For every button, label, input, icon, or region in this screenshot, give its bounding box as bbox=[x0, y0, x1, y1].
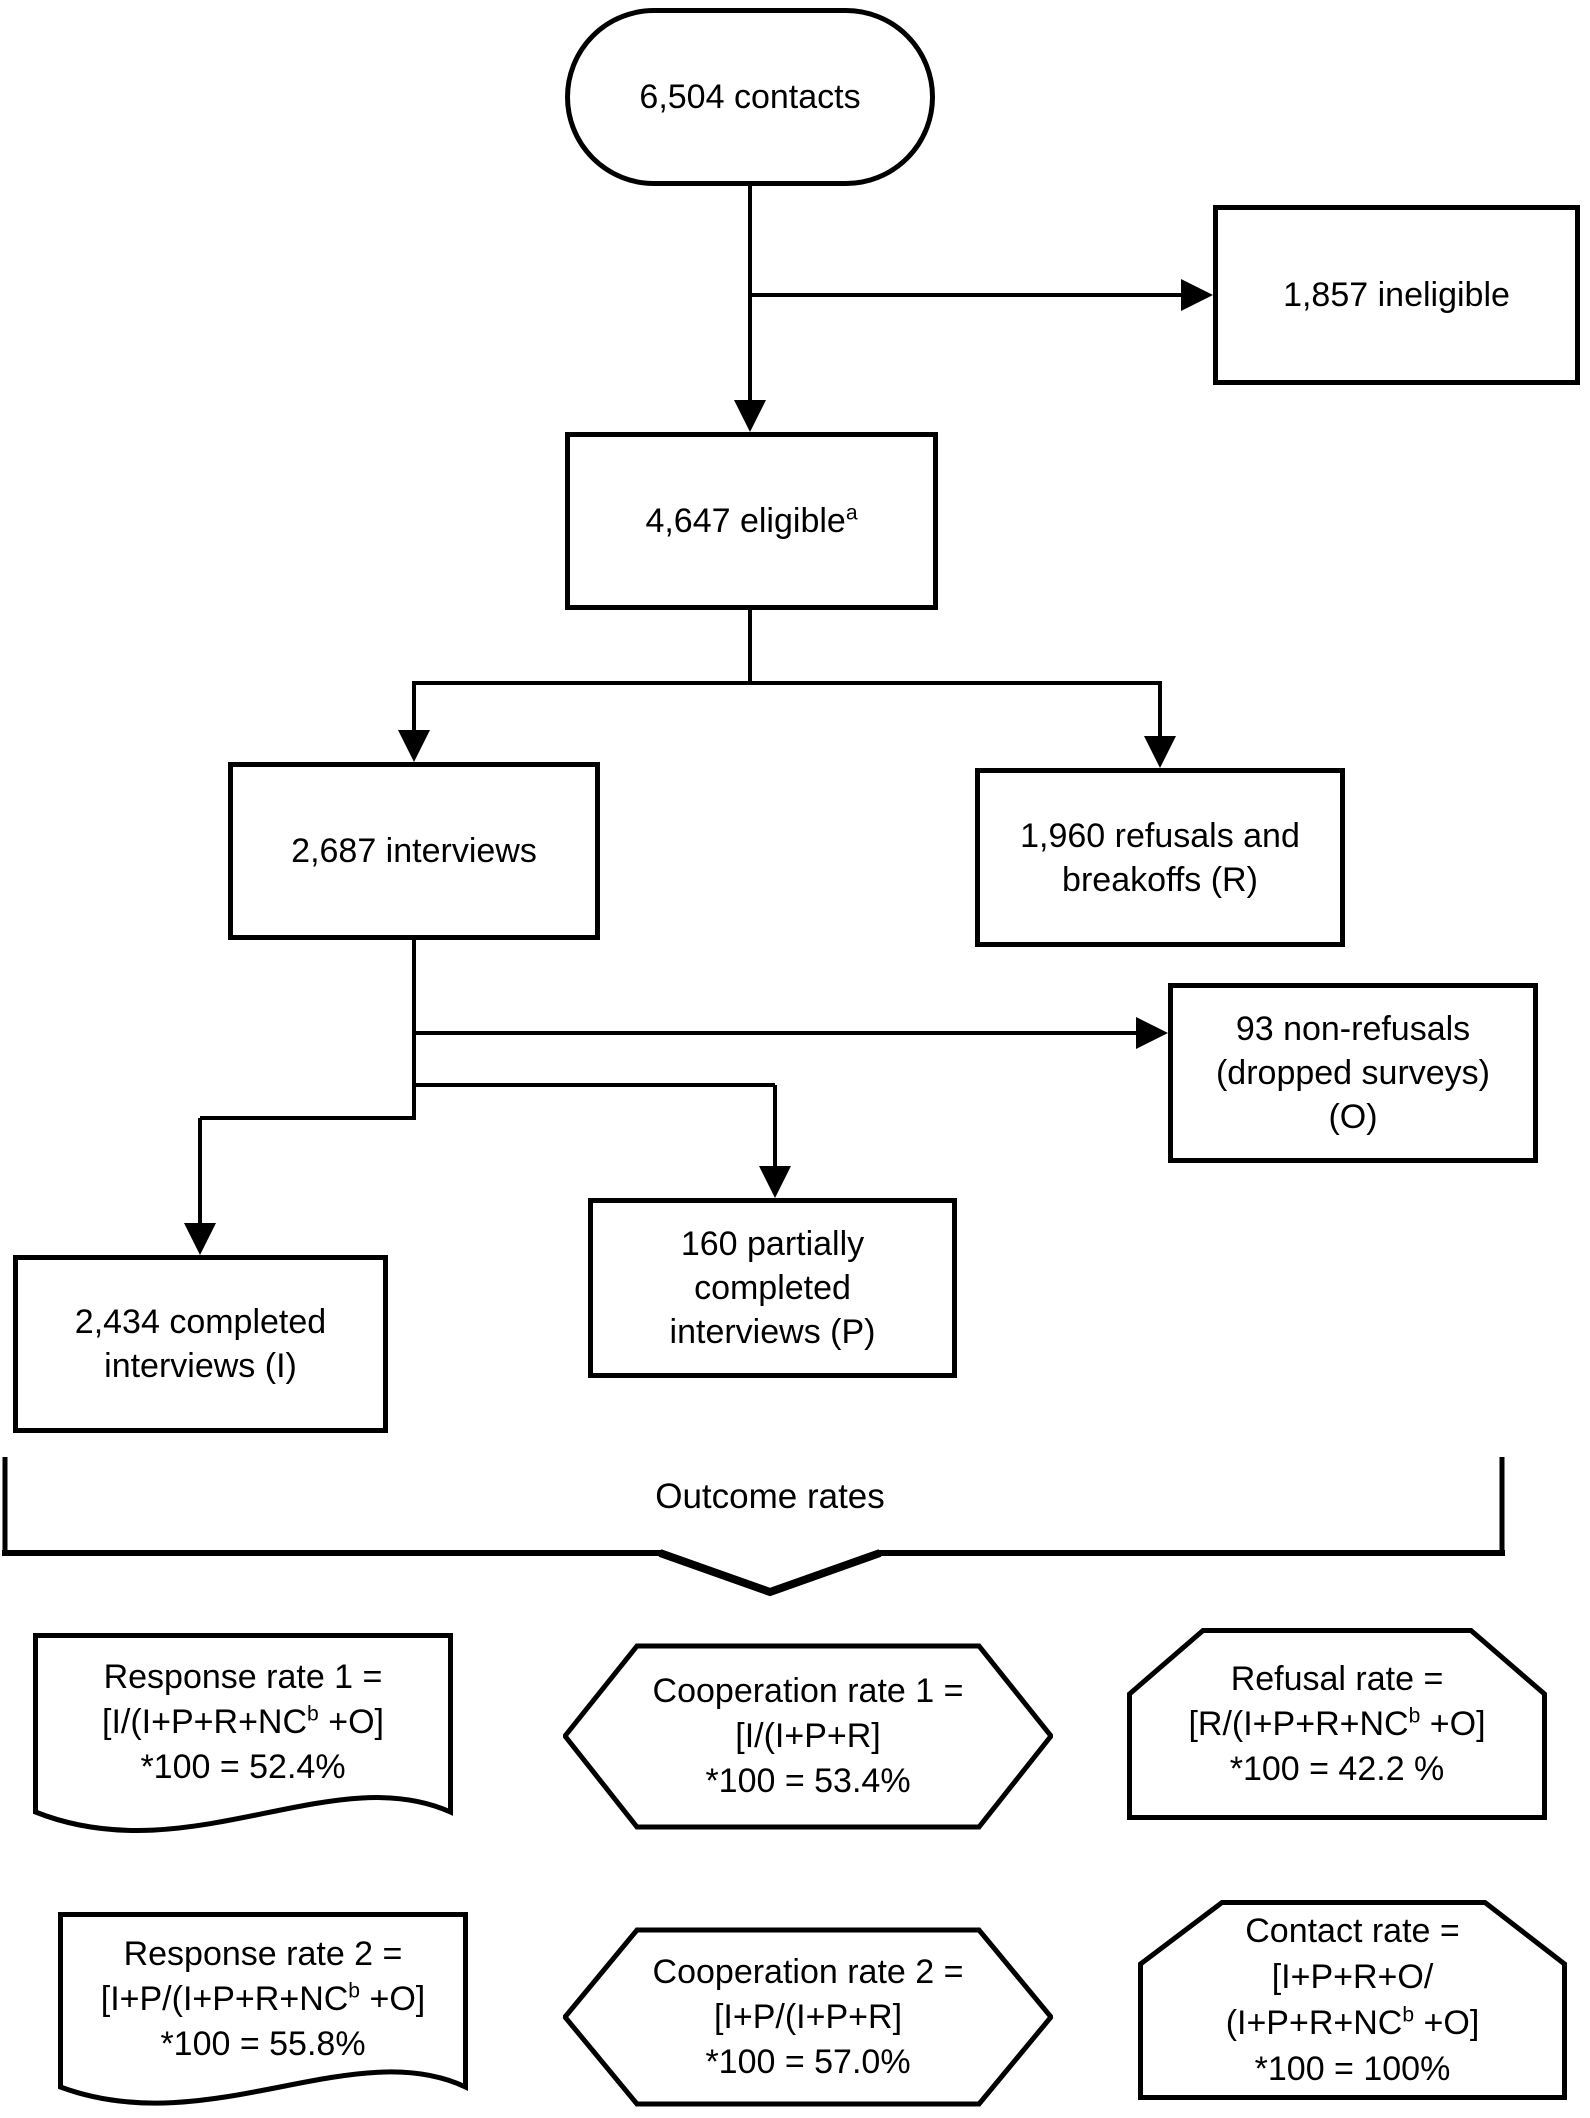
rate-line: Contact rate = bbox=[1245, 1912, 1460, 1950]
node-label-line: 1,960 refusals and bbox=[1020, 816, 1300, 855]
rate-line: Cooperation rate 2 = bbox=[652, 1952, 964, 1991]
node-partial-interviews: 160 partially completed interviews (P) bbox=[588, 1198, 957, 1378]
rate-line: *100 = 52.4% bbox=[140, 1748, 346, 1786]
rate-line: *100 = 100% bbox=[1254, 2050, 1451, 2088]
rate-line: *100 = 53.4% bbox=[705, 1762, 911, 1800]
node-completed-interviews: 2,434 completed interviews (I) bbox=[13, 1255, 388, 1433]
rate-box-refusal-rate: Refusal rate = [R/(I+P+R+NCb +O] *100 = … bbox=[1127, 1628, 1547, 1820]
node-label-line: 2,434 completed bbox=[74, 1303, 327, 1341]
rate-box-response-rate-2: Response rate 2 = [I+P/(I+P+R+NCb +O] *1… bbox=[58, 1912, 468, 2118]
node-interviews: 2,687 interviews bbox=[228, 762, 600, 940]
rate-line: Cooperation rate 1 = bbox=[652, 1672, 964, 1710]
cut-corner-shape bbox=[1138, 1900, 1567, 2100]
arrow-contacts-to-eligible bbox=[734, 186, 766, 432]
rate-line: [I+P+R+O/ bbox=[1271, 1958, 1434, 1996]
node-interviews-label: 2,687 interviews bbox=[291, 832, 537, 870]
hexagon-shape bbox=[563, 1643, 1053, 1830]
document-shape bbox=[33, 1633, 453, 1833]
node-refusals: 1,960 refusals and breakoffs (R) bbox=[975, 768, 1345, 947]
node-label-line: (O) bbox=[1328, 1098, 1378, 1136]
rate-box-contact-rate: Contact rate = [I+P+R+O/ (I+P+R+NCb +O] … bbox=[1138, 1900, 1567, 2100]
node-label-line: completed bbox=[694, 1269, 851, 1307]
node-contacts-label: 6,504 contacts bbox=[639, 78, 861, 116]
rate-line: Response rate 1 = bbox=[103, 1658, 383, 1696]
rate-line: [R/(I+P+R+NCb +O] bbox=[1188, 1704, 1486, 1743]
rate-box-response-rate-1: Response rate 1 = [I/(I+P+R+NCb +O] *100… bbox=[33, 1633, 453, 1855]
node-label-line: 160 partially bbox=[680, 1225, 865, 1263]
document-shape bbox=[58, 1912, 468, 2106]
node-label-line: interviews (P) bbox=[669, 1313, 876, 1351]
rate-line: Refusal rate = bbox=[1230, 1659, 1444, 1698]
node-contacts: 6,504 contacts bbox=[565, 8, 935, 186]
split-eligible bbox=[398, 610, 1176, 768]
node-ineligible-label: 1,857 ineligible bbox=[1283, 276, 1510, 314]
rate-line: [I+P/(I+P+R+NCb +O] bbox=[100, 1979, 426, 2018]
node-label-line: (dropped surveys) bbox=[1215, 1054, 1490, 1092]
split-interviews bbox=[184, 940, 1168, 1255]
node-label-line: 93 non-refusals bbox=[1235, 1010, 1471, 1048]
node-eligible-label: 4,647 eligiblea bbox=[645, 501, 858, 540]
outcome-brace bbox=[2, 1457, 1505, 1597]
cut-corner-shape bbox=[1127, 1628, 1547, 1820]
node-eligible: 4,647 eligiblea bbox=[565, 432, 938, 610]
rate-line: *100 = 42.2 % bbox=[1229, 1749, 1445, 1788]
node-label-line: breakoffs (R) bbox=[1062, 860, 1258, 899]
node-non-refusals: 93 non-refusals (dropped surveys) (O) bbox=[1168, 983, 1538, 1163]
hexagon-shape bbox=[563, 1927, 1053, 2107]
rate-line: Response rate 2 = bbox=[123, 1935, 403, 1973]
rate-line: [I+P/(I+P+R] bbox=[713, 1997, 903, 2036]
outcome-rates-title: Outcome rates bbox=[655, 1477, 885, 1516]
rate-box-cooperation-rate-1: Cooperation rate 1 = [I/(I+P+R] *100 = 5… bbox=[563, 1643, 1053, 1830]
rate-line: *100 = 57.0% bbox=[705, 2042, 911, 2081]
rate-line: [I/(I+P+R] bbox=[735, 1717, 881, 1755]
rate-line: [I/(I+P+R+NCb +O] bbox=[102, 1702, 384, 1741]
rate-line: *100 = 55.8% bbox=[160, 2025, 366, 2063]
rate-box-cooperation-rate-2: Cooperation rate 2 = [I+P/(I+P+R] *100 =… bbox=[563, 1927, 1053, 2107]
node-ineligible: 1,857 ineligible bbox=[1213, 205, 1580, 385]
node-label-line: interviews (I) bbox=[104, 1347, 297, 1385]
rate-line: (I+P+R+NCb +O] bbox=[1225, 2003, 1480, 2042]
arrow-contacts-to-ineligible bbox=[750, 279, 1213, 311]
